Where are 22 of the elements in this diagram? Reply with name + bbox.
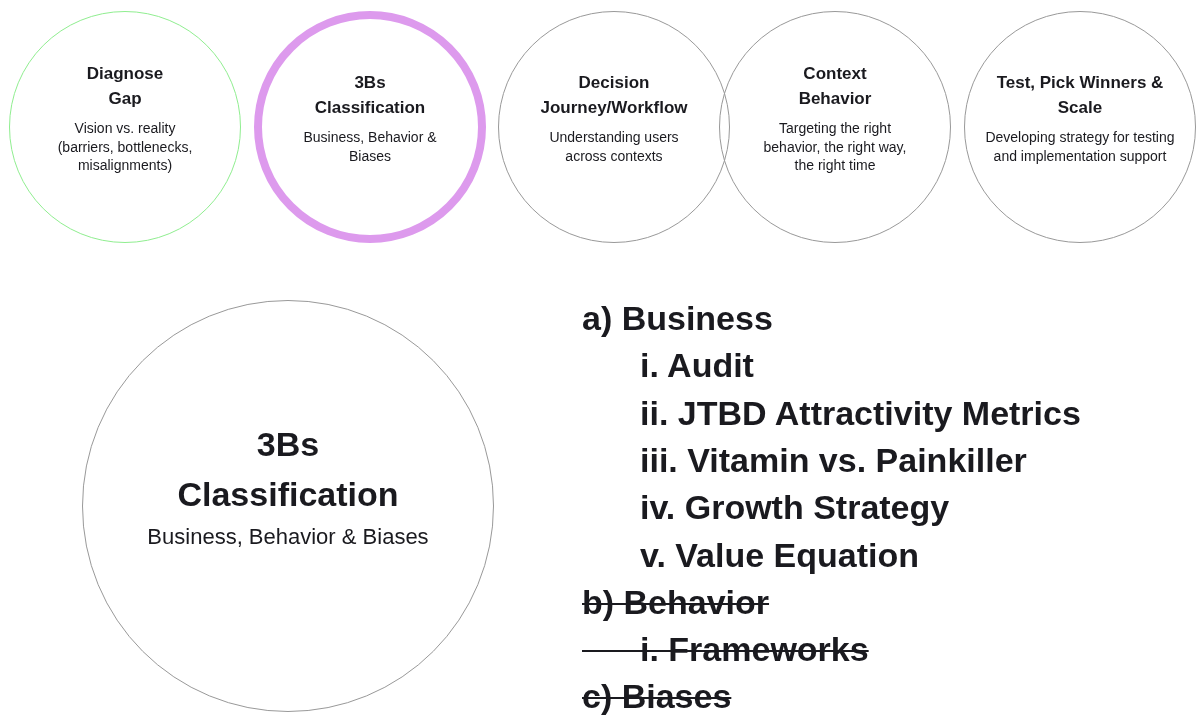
stage-description: Business, Behavior & Biases (302, 128, 438, 165)
stage-description: Vision vs. reality (barriers, bottlenecks, misalignments) (56, 119, 194, 174)
stage-description: Developing strategy for testing and implementation support (984, 128, 1176, 165)
outline-item: i. Audit (640, 345, 754, 386)
stage-circle (254, 11, 486, 243)
stage-title: Context Behavior (797, 63, 873, 110)
stage-title: 3Bs Classification (176, 424, 400, 515)
outline-item: a) Business (582, 298, 773, 338)
outline-item: c) Biases (582, 676, 732, 717)
stage-title: Decision Journey/Workflow (539, 72, 689, 119)
outline-item: iv. Growth Strategy (640, 487, 950, 528)
stage-title: Diagnose Gap (85, 63, 165, 110)
stage-description: Understanding users across contexts (548, 128, 680, 165)
stage-description: Business, Behavior & Biases (147, 523, 429, 551)
stage-title: Test, Pick Winners & Scale (995, 72, 1165, 119)
stage-title: 3Bs Classification (313, 72, 427, 119)
outline-item: i. Frameworks (640, 629, 869, 670)
stage-description: Targeting the right behavior, the right way, the right time (762, 119, 908, 174)
outline-item: ii. JTBD Attractivity Metrics (640, 392, 1081, 433)
outline-item: iii. Vitamin vs. Painkiller (640, 439, 1027, 480)
outline-item: b) Behavior (582, 581, 770, 622)
outline-item: v. Value Equation (640, 534, 919, 575)
